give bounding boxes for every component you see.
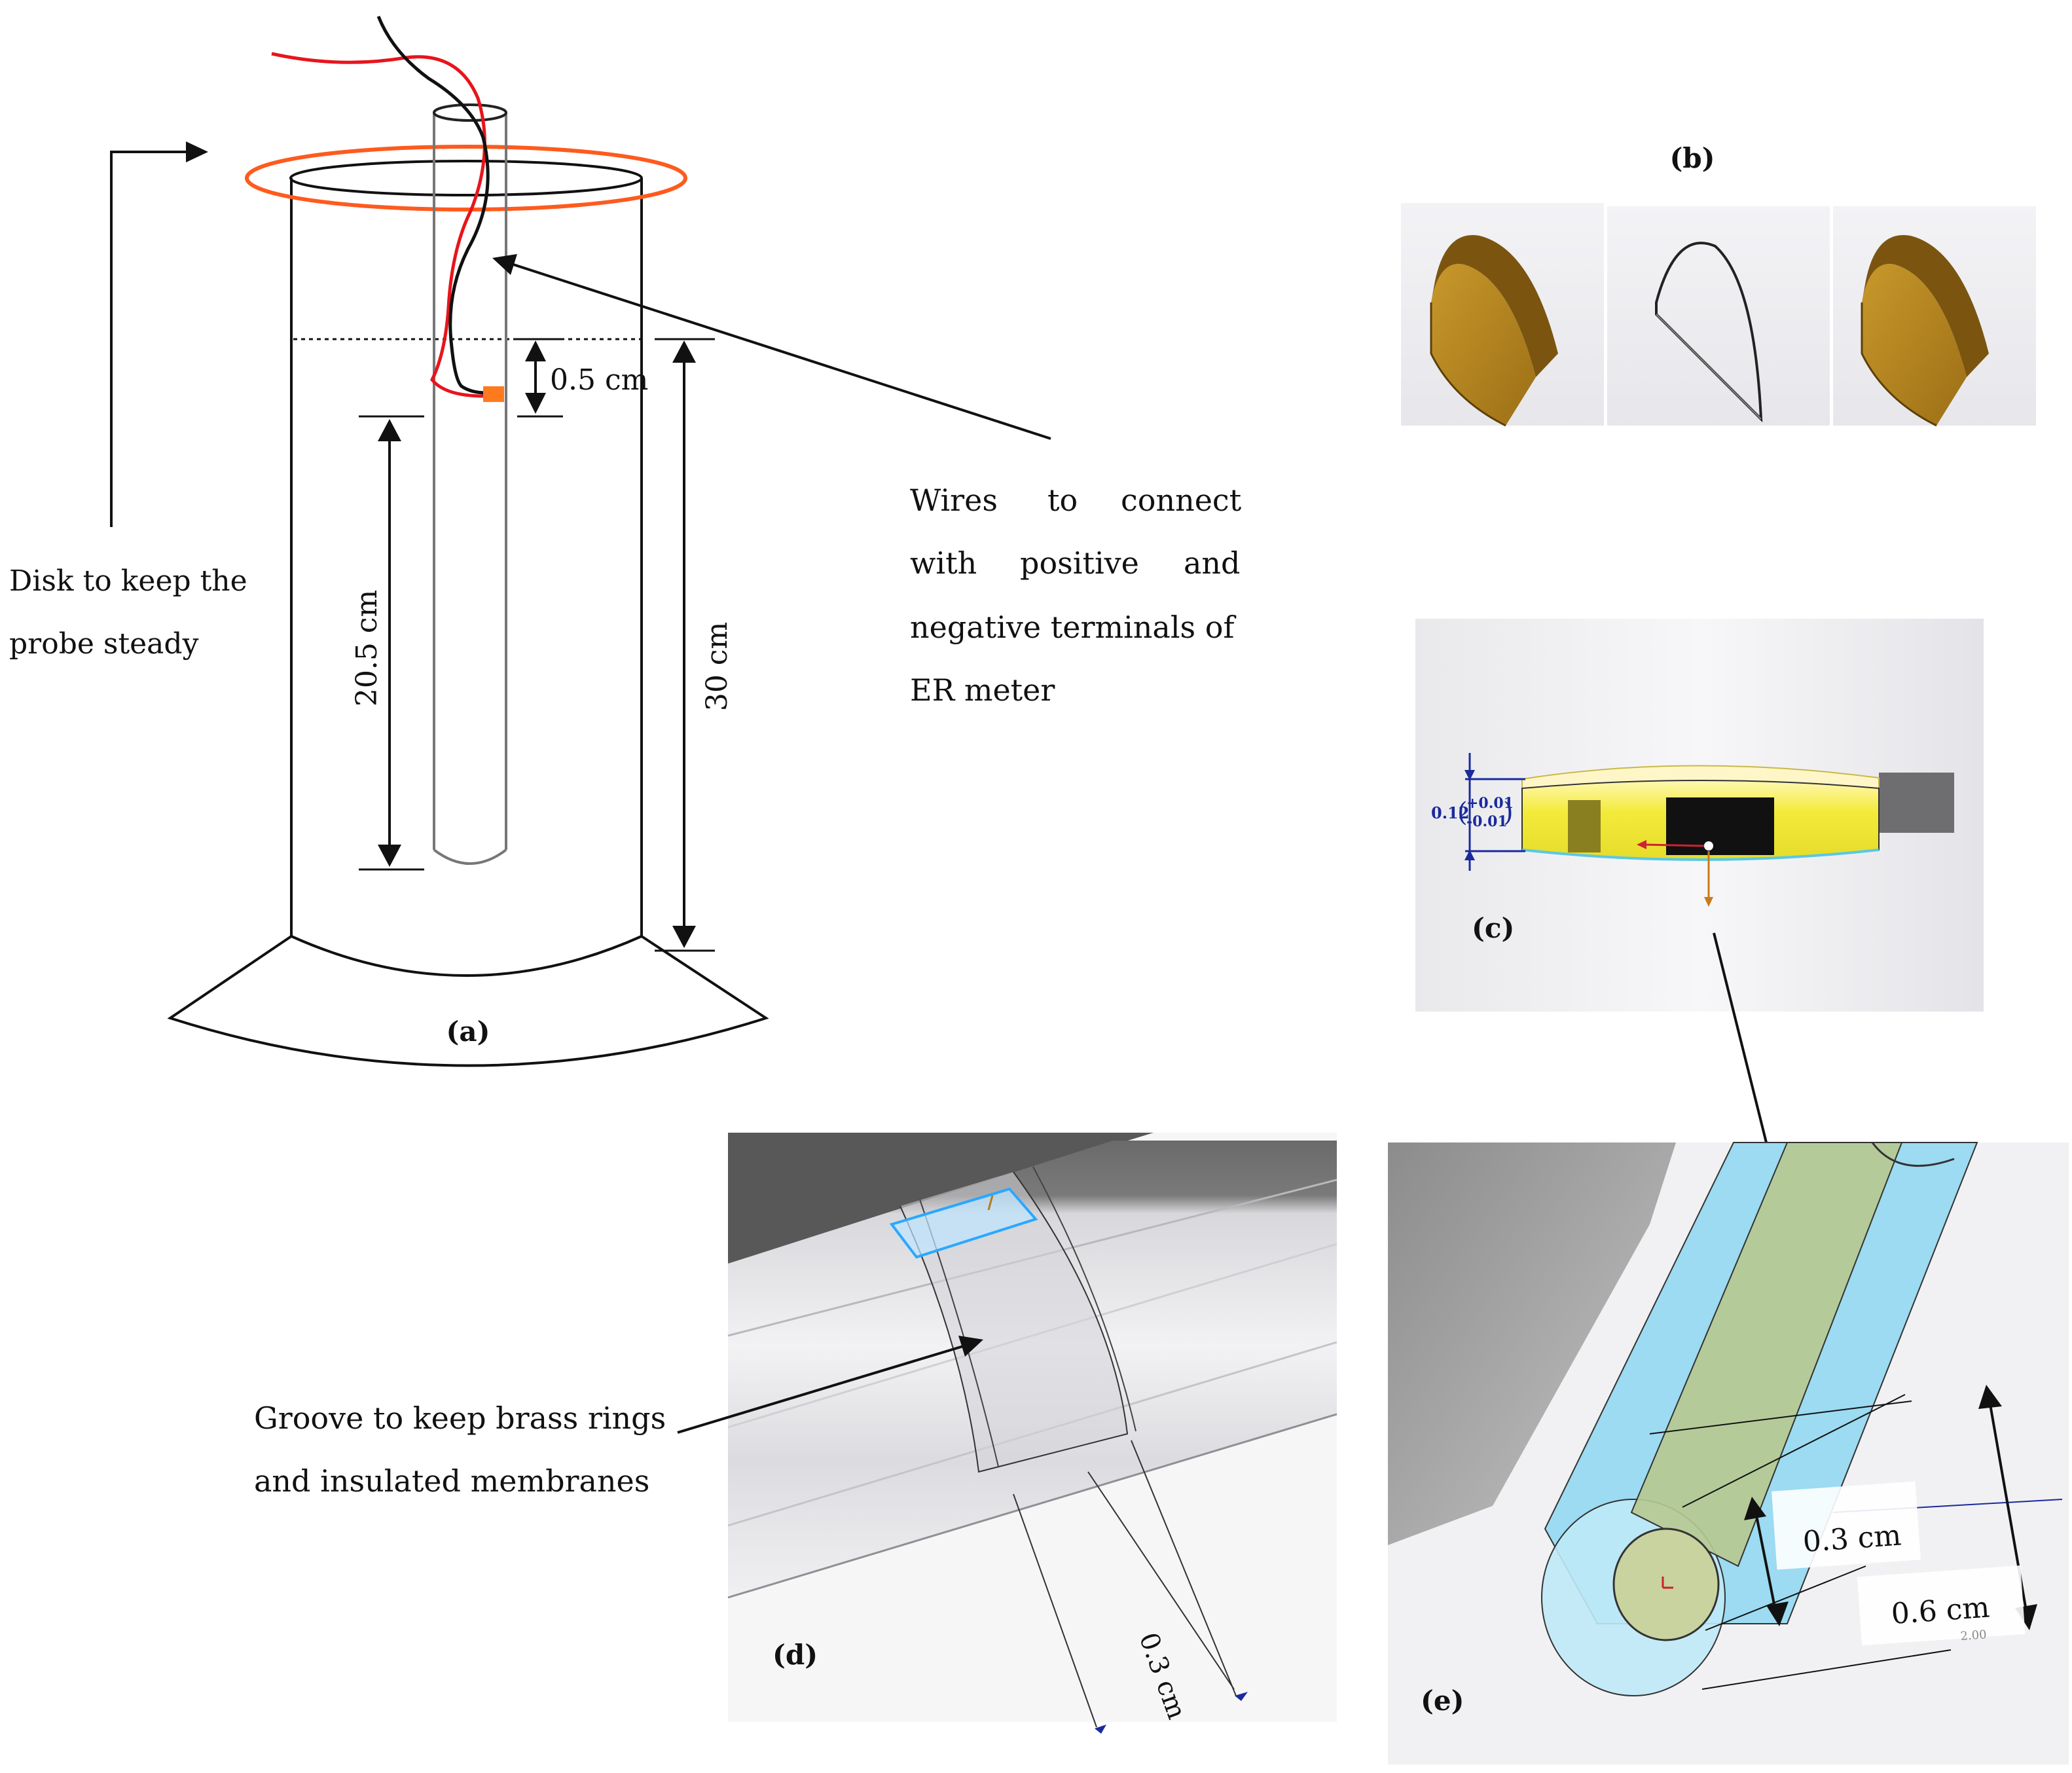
caption-a: (a) — [446, 1015, 490, 1048]
black-window — [1666, 797, 1774, 855]
outer-cylinder-bottom — [291, 935, 642, 977]
black-wire — [376, 16, 490, 395]
inner-rod — [1630, 1142, 1903, 1567]
tolerance-dim: 0.12 ( +0.01 -0.01 ) — [1431, 753, 1525, 871]
outer-dim-note: 2.00 — [1960, 1628, 1987, 1643]
panel-b: (b) — [1401, 142, 2036, 427]
steady-disk — [245, 145, 687, 211]
dim-top-label: 0.5 cm — [550, 363, 648, 397]
panel-c: 0.12 ( +0.01 -0.01 ) (c) — [1415, 619, 1984, 1012]
groove-pointer-arrowhead — [958, 1336, 983, 1357]
panel-e: 0.3 cm 0.6 cm 2.00 (e) — [1388, 1142, 2069, 1764]
outline-view-bg — [1607, 206, 1830, 426]
wires-line-4: ER meter — [910, 672, 1055, 708]
disk-pointer — [110, 151, 196, 527]
wires-word-6: and — [1184, 545, 1241, 581]
grey-tab — [1879, 773, 1954, 833]
disk-label-line1: Disk to keep the — [9, 564, 247, 598]
wires-pointer — [509, 262, 1051, 440]
highlight-tab — [889, 1187, 1038, 1259]
dim-top: 0.5 cm — [517, 338, 648, 418]
panel-d: Groove to keep brass rings and insulated… — [254, 1133, 1337, 1734]
wires-word-4: with — [910, 545, 977, 581]
segment-bottom-edge — [1521, 849, 1880, 861]
tolerance-minus: -0.01 — [1466, 813, 1508, 830]
inner-dim-label: 0.3 cm — [1802, 1519, 1902, 1559]
disk-label-line2: probe steady — [9, 627, 199, 661]
brass-half-disk-3 — [1861, 235, 1989, 427]
wires-pointer-arrowhead — [492, 254, 517, 275]
caption-d: (d) — [772, 1639, 818, 1671]
panel-a: Disk to keep the probe steady Wires to c… — [9, 16, 1242, 1067]
inner-dim-box — [1772, 1481, 1921, 1570]
dim-probe-label: 20.5 cm — [350, 590, 384, 706]
outer-dim-box — [1857, 1565, 2026, 1646]
wires-line-3: negative terminals of — [910, 610, 1236, 645]
outer-dim-label: 0.6 cm — [1890, 1591, 1991, 1631]
wires-word-2: to — [1047, 483, 1078, 518]
probe-tube-bottom — [433, 849, 507, 865]
e-shadow — [1388, 1142, 1676, 1545]
groove-label-line1: Groove to keep brass rings — [254, 1400, 666, 1436]
dark-slot — [1568, 800, 1601, 852]
tolerance-plus: +0.01 — [1466, 795, 1514, 812]
half-disk-outline — [1655, 242, 1763, 423]
outer-cylinder-top — [289, 160, 643, 196]
groove — [900, 1171, 1129, 1473]
wires-word-3: connect — [1121, 483, 1242, 518]
wires-word-5: positive — [1020, 545, 1139, 581]
dim-total-label: 30 cm — [700, 622, 734, 711]
tolerance-bracket-open: ( — [1457, 797, 1468, 828]
inner-rod-end — [1612, 1527, 1720, 1641]
probe-tube-top — [433, 103, 507, 122]
caption-c: (c) — [1472, 912, 1514, 944]
caption-e: (e) — [1421, 1685, 1464, 1717]
groove-label-line2: and insulated membranes — [254, 1463, 649, 1499]
groove-pointer — [677, 1344, 966, 1434]
wires-label: Wires to connect with positive and negat… — [910, 483, 1242, 708]
dim-probe: 20.5 cm — [350, 415, 424, 871]
red-wire — [271, 52, 486, 398]
tolerance-value: 0.12 — [1431, 803, 1469, 822]
brass-half-disk-1 — [1430, 235, 1558, 427]
wires-word-1: Wires — [910, 483, 998, 518]
caption-b: (b) — [1669, 142, 1715, 174]
tolerance-bracket-close: ) — [1503, 797, 1514, 828]
dim-total: 30 cm — [655, 338, 734, 952]
sensor-tip — [483, 386, 504, 402]
disk-pointer-arrowhead — [186, 141, 208, 162]
base-skirt — [167, 935, 769, 1067]
